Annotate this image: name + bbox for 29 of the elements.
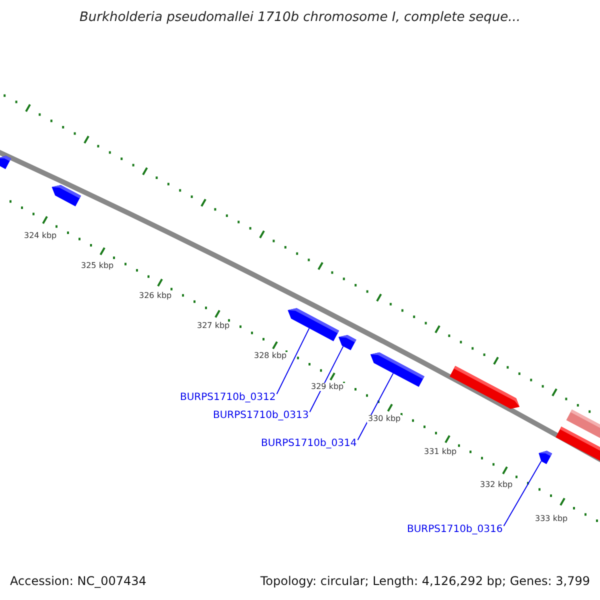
leader-line [276, 328, 310, 394]
summary-text: Topology: circular; Length: 4,126,292 bp; Genes: 3,799 [260, 575, 590, 587]
gene-block [0, 156, 12, 170]
scale-label: 331 kbp [423, 448, 458, 456]
accession-text: Accession: NC_007434 [10, 575, 146, 587]
gene-name: BURPS1710b_0314 [261, 439, 357, 449]
scale-label: 327 kbp [196, 322, 231, 330]
scale-label: 328 kbp [253, 352, 288, 360]
gene-block [338, 335, 356, 350]
gene-block [556, 426, 600, 462]
gene-block [450, 366, 520, 409]
leader-line [503, 460, 542, 526]
scale-label: 332 kbp [479, 481, 514, 489]
scale-label: 326 kbp [138, 292, 173, 300]
scale-label: 329 kbp [310, 383, 345, 391]
gene-block [538, 450, 552, 464]
gene-block [52, 184, 82, 206]
gene-block [370, 352, 424, 387]
gene-name: BURPS1710b_0312 [180, 393, 276, 403]
gene-name: BURPS1710b_0313 [213, 411, 309, 421]
scale-label: 333 kbp [534, 515, 569, 523]
title: Burkholderia pseudomallei 1710b chromosome I, complete seque... [78, 11, 522, 24]
leader-line [309, 346, 344, 412]
scale-label: 325 kbp [80, 262, 115, 270]
leader-line [357, 372, 394, 440]
gene-name: BURPS1710b_0316 [407, 525, 503, 535]
scale-label: 330 kbp [367, 415, 402, 423]
gene-block [288, 308, 340, 342]
scale-label: 324 kbp [23, 232, 58, 240]
